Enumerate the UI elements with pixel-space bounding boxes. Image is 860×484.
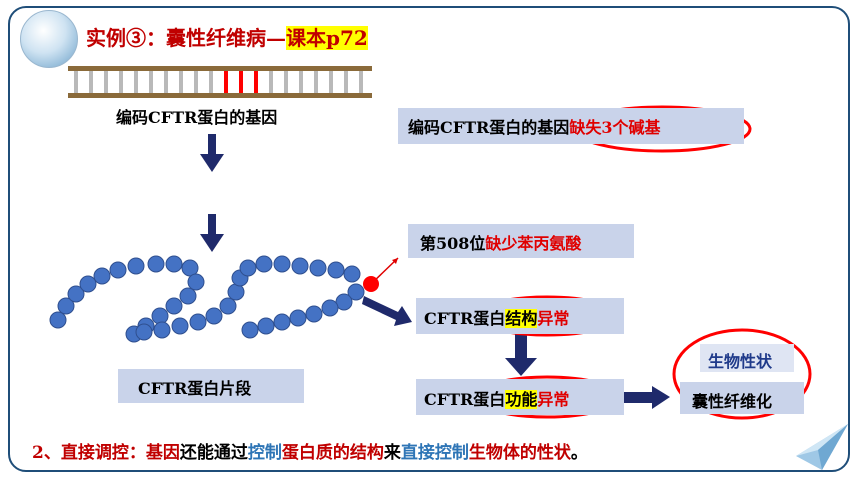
structure-highlight: 结构 — [505, 309, 538, 328]
protein-bead — [79, 275, 97, 293]
protein-bead — [205, 307, 223, 325]
footer-part-7: 直接控制 — [400, 443, 469, 463]
mutation-box: 编码CFTR蛋白的基因缺失3个碱基 — [398, 108, 744, 144]
protein-bead — [305, 305, 323, 323]
arrow-to-function — [505, 334, 537, 376]
function-box: CFTR蛋白功能异常 — [416, 379, 624, 415]
footer-part-5: 蛋白质的结构 — [281, 443, 384, 463]
dna-rung — [314, 71, 318, 93]
protein-bead — [187, 273, 205, 291]
structure-prefix: CFTR蛋白 — [424, 309, 506, 328]
protein-bead — [93, 267, 111, 285]
dna-rung-deleted — [224, 71, 228, 93]
footer-part-4: 控制 — [247, 443, 282, 463]
dna-rung — [74, 71, 78, 93]
structure-box: CFTR蛋白结构异常 — [416, 298, 624, 334]
footer-part-6: 来 — [383, 443, 401, 463]
protein-bead — [127, 257, 145, 275]
paper-plane-icon — [796, 424, 848, 470]
footer-part-8: 生物体的性状 — [468, 443, 571, 463]
function-red: 异常 — [537, 390, 570, 409]
slide-title: 实例③：囊性纤维病—课本p72 — [86, 22, 368, 51]
protein-bead — [273, 255, 291, 273]
protein-bead — [219, 297, 237, 315]
pointer-head — [392, 258, 398, 264]
trait-title: 生物性状 — [700, 344, 794, 372]
protein-bead — [291, 257, 309, 275]
protein-bead — [239, 259, 257, 277]
function-prefix: CFTR蛋白 — [424, 390, 506, 409]
dna-rung — [149, 71, 153, 93]
protein-bead — [257, 317, 275, 335]
aa-red: 缺少苯丙氨酸 — [485, 234, 582, 253]
dna-label: 编码CFTR蛋白的基因 — [116, 108, 278, 127]
dna-rung — [269, 71, 273, 93]
protein-bead — [289, 309, 307, 327]
dna-rung — [164, 71, 168, 93]
protein-bead — [347, 283, 365, 301]
protein-bead — [327, 261, 345, 279]
footer-part-2: 基因 — [145, 443, 180, 463]
protein-bead — [255, 255, 273, 273]
dna-rung — [344, 71, 348, 93]
protein-bead — [165, 297, 183, 315]
highlight-ellipse-trait — [672, 328, 812, 420]
protein-bead — [273, 313, 291, 331]
dna-rung — [194, 71, 198, 93]
dna-rung — [104, 71, 108, 93]
dna-rung — [329, 71, 333, 93]
protein-bead — [165, 255, 183, 273]
dna-rung — [179, 71, 183, 93]
dna-rung — [359, 71, 363, 93]
footer-part-9: 。 — [570, 443, 588, 463]
title-prefix: 实例③：囊性纤维病— — [86, 26, 286, 50]
dna-rung — [299, 71, 303, 93]
dna-rung — [209, 71, 213, 93]
protein-bead — [135, 323, 153, 341]
mutation-normal: 编码CFTR蛋白的基因 — [408, 118, 570, 137]
dna-rung — [89, 71, 93, 93]
arrow-to-structure — [362, 296, 412, 326]
dna-rung — [284, 71, 288, 93]
arrow-to-trait — [624, 386, 670, 409]
protein-bead — [153, 321, 171, 339]
down-arrow-2 — [200, 214, 224, 252]
protein-chain — [49, 255, 365, 343]
footer-part-3: 还能通过 — [179, 443, 248, 463]
protein-bead — [147, 255, 165, 273]
protein-bead — [321, 299, 339, 317]
down-arrow-1 — [200, 134, 224, 172]
missing-residue-bead — [363, 276, 379, 292]
protein-bead — [57, 297, 75, 315]
protein-bead — [109, 261, 127, 279]
protein-fragment-label: CFTR蛋白片段 — [118, 369, 304, 403]
aa-normal: 第508位 — [420, 234, 486, 253]
protein-bead — [241, 321, 259, 339]
function-highlight: 功能 — [505, 390, 538, 409]
protein-bead — [67, 285, 85, 303]
trait-box: 囊性纤维化 — [680, 382, 804, 414]
dna-rung-deleted — [254, 71, 258, 93]
protein-bead — [49, 311, 67, 329]
protein-bead — [151, 307, 169, 325]
structure-red: 异常 — [537, 309, 570, 328]
dna-rung — [119, 71, 123, 93]
footer-statement: 2、直接调控：基因还能通过控制蛋白质的结构来直接控制生物体的性状。 — [32, 438, 588, 463]
globe-logo-icon — [20, 10, 78, 68]
footer-part-1: 2、直接调控： — [32, 443, 146, 463]
dna-rung-deleted — [239, 71, 243, 93]
protein-bead — [171, 317, 189, 335]
dna-rung — [134, 71, 138, 93]
protein-bead — [227, 283, 245, 301]
protein-bead — [179, 287, 197, 305]
amino-acid-box: 第508位缺少苯丙氨酸 — [408, 224, 634, 258]
dna-ladder — [68, 66, 372, 98]
protein-bead — [309, 259, 327, 277]
protein-bead — [343, 265, 361, 283]
mutation-red: 缺失3个碱基 — [569, 118, 661, 137]
protein-bead — [189, 313, 207, 331]
title-highlight: 课本p72 — [286, 26, 368, 50]
